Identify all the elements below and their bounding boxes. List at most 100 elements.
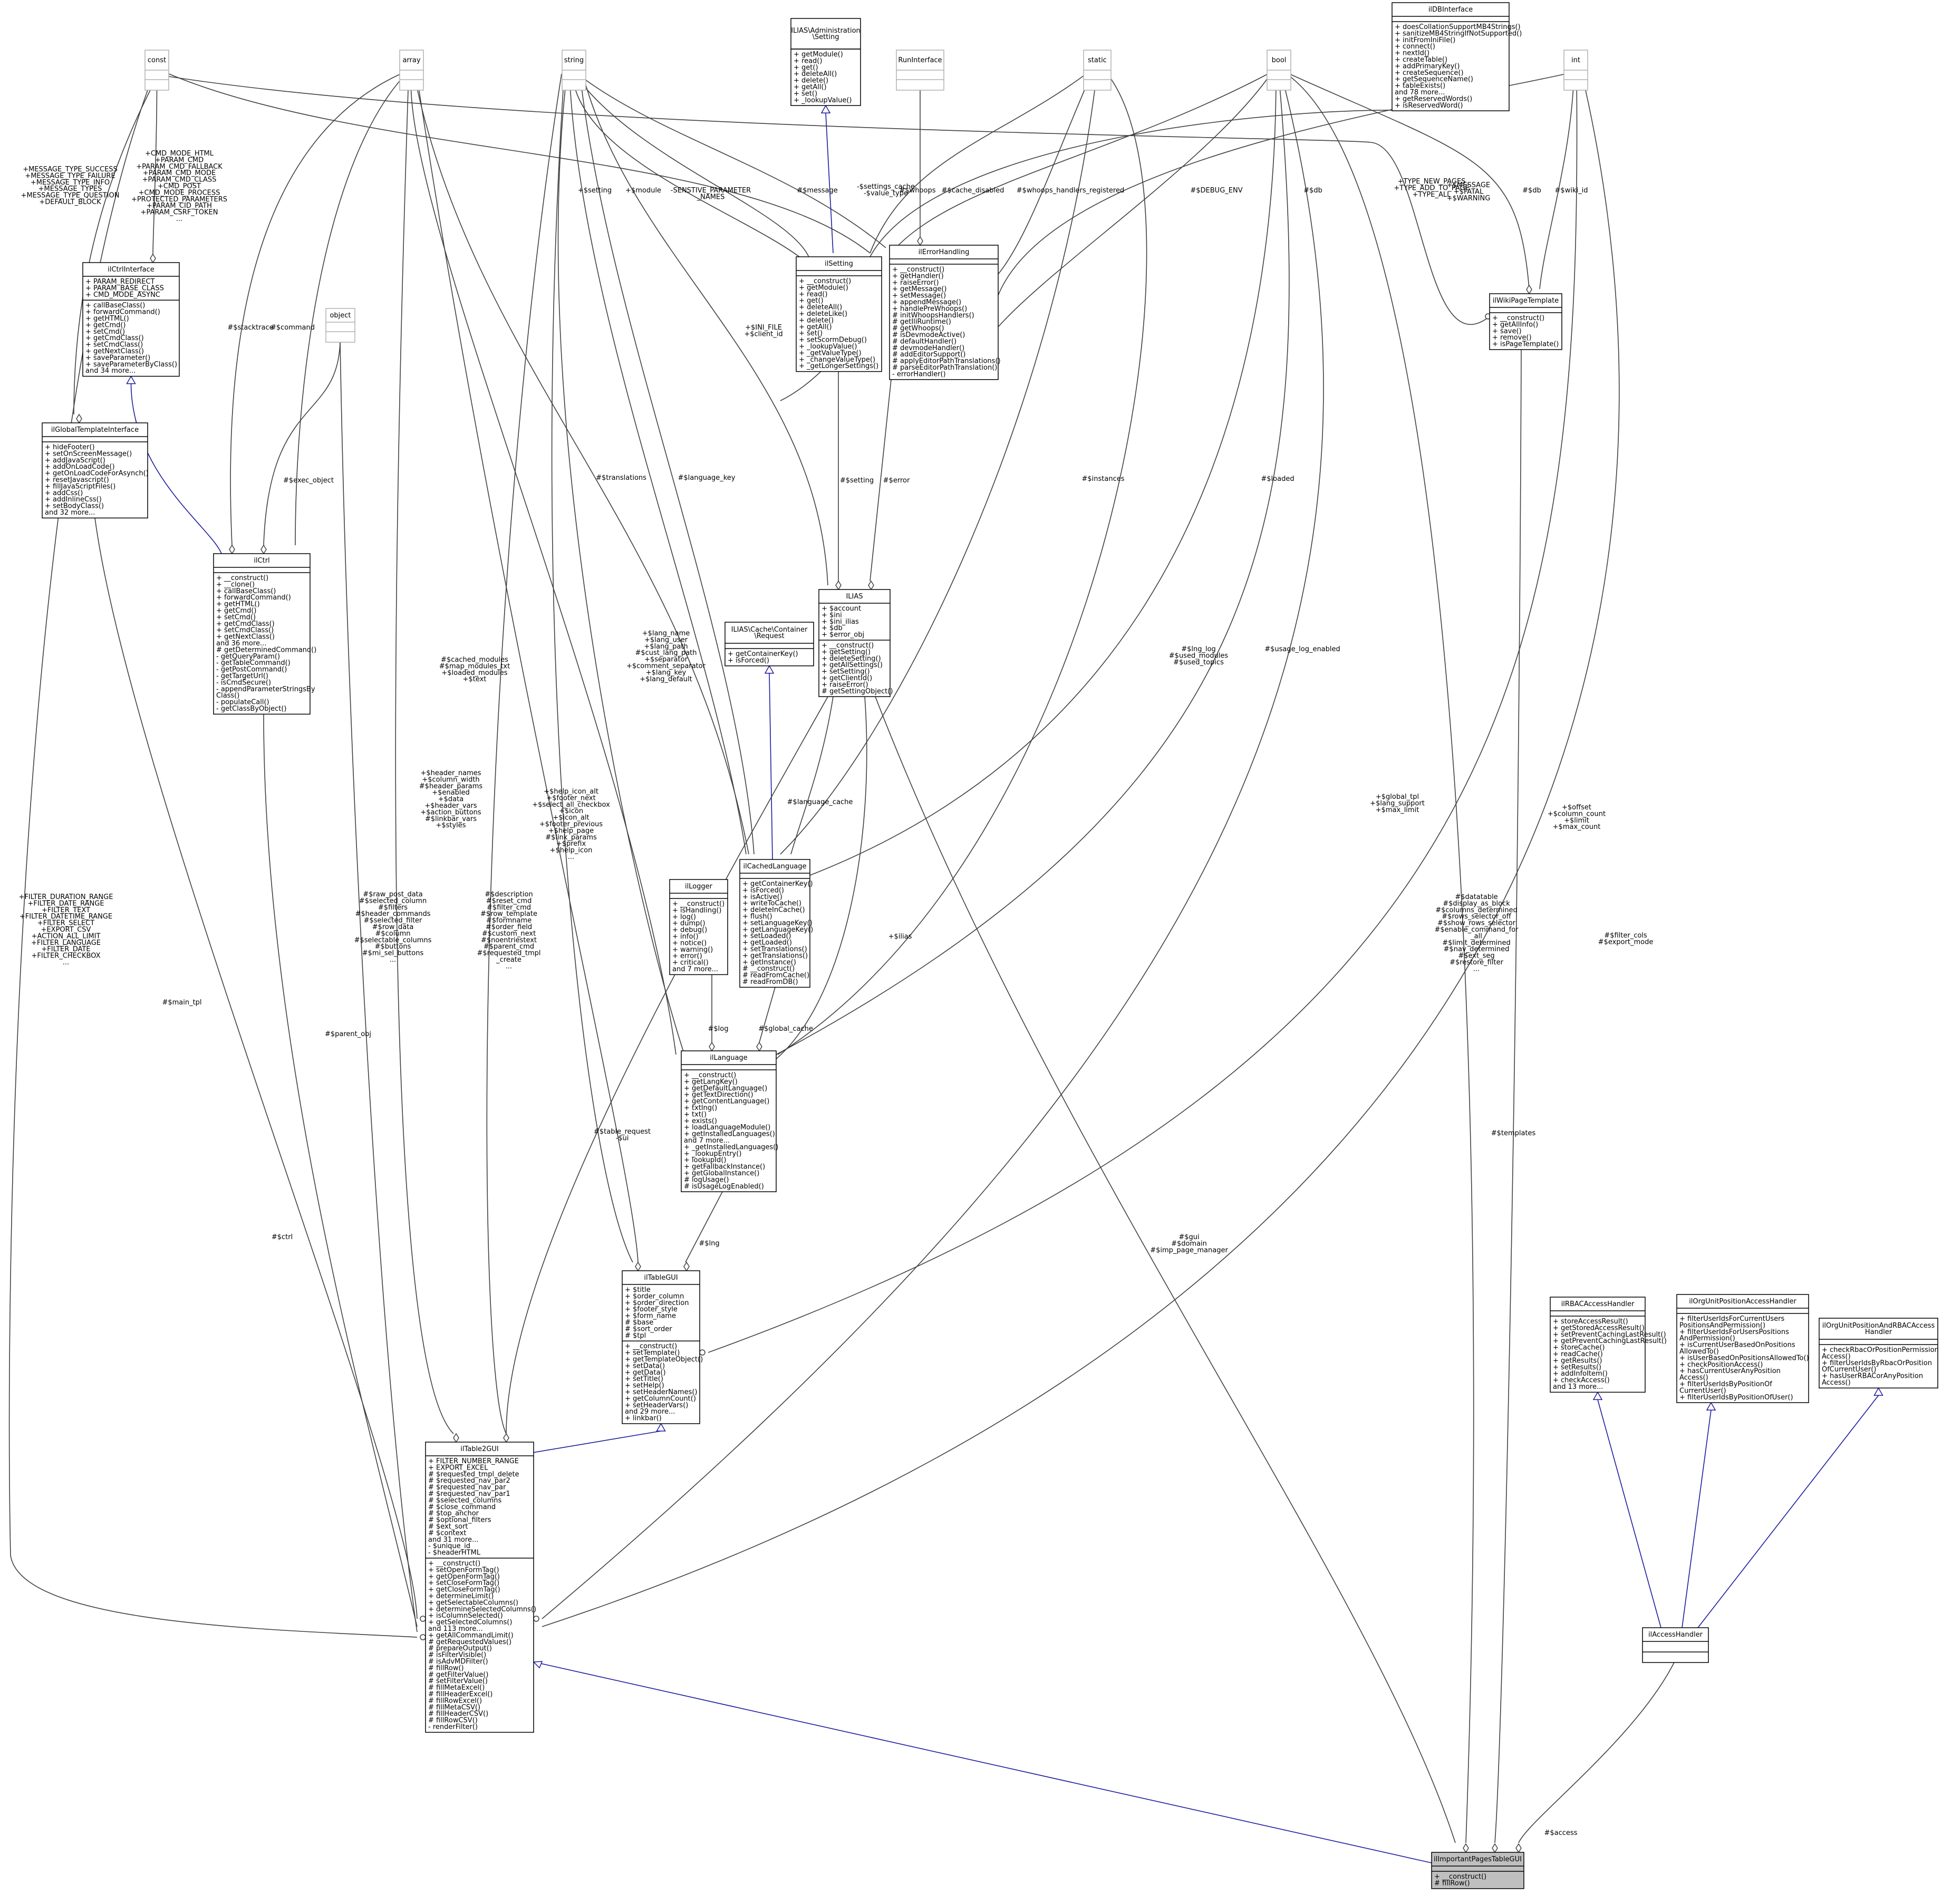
class-title: ilLogger xyxy=(685,883,713,891)
class-method: # getDeterminedCommand() xyxy=(216,646,316,654)
edge-label: #$custom_next xyxy=(482,930,536,937)
edge-label: -$settings_cache xyxy=(857,183,915,191)
class-method: + determineSelectedColumns() xyxy=(428,1606,536,1613)
association-edge xyxy=(413,73,749,855)
class-method: # getRequestedValues() xyxy=(428,1638,511,1646)
class-node-errorhandling[interactable]: ilErrorHandling+ __construct()+ getHandl… xyxy=(889,245,1001,380)
class-node-wikipagetemplate[interactable]: ilWikiPageTemplate+ __construct()+ getAl… xyxy=(1489,293,1562,350)
edge-label: +$help_icon xyxy=(550,847,593,855)
class-method: + isForced() xyxy=(742,886,784,894)
class-node-setting[interactable]: ilSetting+ __construct()+ getModule()+ r… xyxy=(796,256,882,372)
edge-label: +$WARNING xyxy=(1447,195,1491,202)
class-node-const[interactable]: const xyxy=(144,50,169,91)
edge-label: #$translations xyxy=(596,474,646,482)
class-node-object[interactable]: object xyxy=(325,308,355,343)
edge-label: #$language_key xyxy=(678,474,736,482)
class-node-logger[interactable]: ilLogger+ __construct()+ isHandling()+ l… xyxy=(669,879,728,975)
class-node-orgunit[interactable]: ilOrgUnitPositionAccessHandler+ filterUs… xyxy=(1676,1294,1809,1403)
aggregation-marker xyxy=(453,1433,459,1443)
class-node-bool[interactable]: bool xyxy=(1267,50,1291,91)
association-edge xyxy=(263,714,418,1627)
class-node-language[interactable]: ilLanguage+ __construct()+ getLangKey()+… xyxy=(681,1050,778,1192)
class-method: + getNextClass() xyxy=(216,633,275,641)
class-node-ilias[interactable]: ILIAS+ $account+ $ini+ $ini_ilias+ $db+ … xyxy=(818,589,893,697)
edge-label: -$ui xyxy=(616,1134,629,1142)
class-attribute: # $sort_order xyxy=(625,1325,672,1333)
class-method: + getNextClass() xyxy=(85,347,144,355)
association-edge xyxy=(1518,1662,1675,1843)
class-node-tablegui[interactable]: ilTableGUI+ $title+ $order_column+ $orde… xyxy=(622,1270,703,1424)
class-method: + filterUserIdsByPositionOfUser() xyxy=(1679,1394,1793,1402)
edge-label: +$max_count xyxy=(1553,823,1601,831)
class-method: + raiseError() xyxy=(822,681,868,689)
class-title: \Setting xyxy=(813,33,839,41)
class-method: + __construct() xyxy=(892,266,944,274)
class-method: + addCss() xyxy=(45,489,83,497)
class-method: + __construct() xyxy=(684,1071,736,1079)
class-node-frame xyxy=(42,422,148,519)
class-method: + lookupId() xyxy=(684,1156,726,1164)
class-node-importantpages[interactable]: ilImportantPagesTableGUI+ __construct()#… xyxy=(1431,1852,1524,1889)
aggregation-marker xyxy=(420,1634,426,1640)
inheritance-edge xyxy=(130,383,222,554)
edge-label: +$INI_FILE xyxy=(745,324,782,332)
edge-label: #$parent_obj xyxy=(325,1030,371,1038)
class-method: and 7 more... xyxy=(672,965,718,973)
class-method: + setScormDebug() xyxy=(799,336,867,344)
class-node-array[interactable]: array xyxy=(399,50,424,91)
class-method: + getStoredAccessResult() xyxy=(1553,1324,1645,1332)
edge-label: #$gui xyxy=(1178,1233,1199,1241)
class-node-cacherequest[interactable]: ILIAS\Cache\Container\Request+ getContai… xyxy=(724,622,814,666)
association-edge xyxy=(579,73,755,855)
association-edge xyxy=(73,90,151,415)
class-method: + setResults() xyxy=(1553,1364,1601,1371)
edge-label: +PARAM_CMD xyxy=(155,156,204,164)
class-node-runinterface[interactable]: RunInterface xyxy=(896,50,944,91)
class-method: + getModule() xyxy=(799,284,848,292)
class-attribute: # $context xyxy=(428,1529,466,1537)
class-node-frame xyxy=(739,859,810,988)
class-node-int[interactable]: int xyxy=(1563,50,1588,91)
edge-label: +MESSAGE_TYPE_QUESTION xyxy=(21,192,120,200)
class-node-frame xyxy=(889,245,999,380)
class-node-admin_setting[interactable]: ILIAS\Administration\Setting+ getModule(… xyxy=(790,18,861,106)
edge-label: #$selected_filter xyxy=(364,917,422,925)
class-method: and 13 more... xyxy=(1553,1383,1603,1391)
class-node-frame xyxy=(1392,2,1510,111)
class-method: + getAll() xyxy=(799,323,832,331)
association-edge xyxy=(1494,349,1522,1843)
edge-label: #$DEBUG_ENV xyxy=(1190,187,1242,195)
class-node-ctrlinterface[interactable]: ilCtrlInterface+ PARAM_REDIRECT+ PARAM_B… xyxy=(82,262,180,377)
class-node-rbac[interactable]: ilRBACAccessHandler+ storeAccessResult()… xyxy=(1550,1297,1667,1393)
class-node-cachedlanguage[interactable]: ilCachedLanguage+ getContainerKey()+ isF… xyxy=(739,859,813,988)
edge-label: #$message xyxy=(797,187,838,195)
edge-label: +$offset xyxy=(1562,804,1591,811)
edge-label: +FILTER_DATE xyxy=(41,945,90,953)
edge-label: +$lang_support xyxy=(1370,799,1425,807)
class-node-dbinterface[interactable]: ilDBInterface+ doesCollationSupportMB4St… xyxy=(1392,2,1522,111)
class-method: + addOnLoadCode() xyxy=(45,463,115,471)
class-method: + isActive() xyxy=(742,893,782,901)
edge-label: +$help_page xyxy=(548,827,594,835)
class-node-string[interactable]: string xyxy=(562,50,586,91)
class-method: + getInstance() xyxy=(742,959,796,967)
edge-label: +$max_limit xyxy=(1376,806,1419,814)
class-node-frame xyxy=(622,1270,700,1424)
class-method: + getCmdClass() xyxy=(85,334,144,342)
class-node-static[interactable]: static xyxy=(1083,50,1112,91)
class-node-ctrl[interactable]: ilCtrl+ __construct()+ __clone()+ callBa… xyxy=(213,553,316,715)
class-attribute: # $ext_sort xyxy=(428,1523,468,1531)
class-node-globaltpl[interactable]: ilGlobalTemplateInterface+ hideFooter()+… xyxy=(42,422,149,519)
edge-label: +$text xyxy=(463,675,487,683)
class-method: # isFilterVisible() xyxy=(428,1651,486,1659)
edge-label: #$whoops xyxy=(900,187,936,195)
class-node-table2gui[interactable]: ilTable2GUI+ FILTER_NUMBER_RANGE+ EXPORT… xyxy=(425,1442,536,1733)
class-method: + sanitizeMB4StringIfNotSupported() xyxy=(1395,30,1522,37)
class-method: + delete() xyxy=(794,77,828,85)
association-edge xyxy=(94,518,418,1619)
inheritance-marker xyxy=(656,1423,666,1432)
class-attribute: # $optional_filters xyxy=(428,1516,491,1524)
class-node-accesshandler[interactable]: ilAccessHandler xyxy=(1642,1627,1709,1663)
edge-label: #$imp_page_manager xyxy=(1150,1246,1228,1254)
